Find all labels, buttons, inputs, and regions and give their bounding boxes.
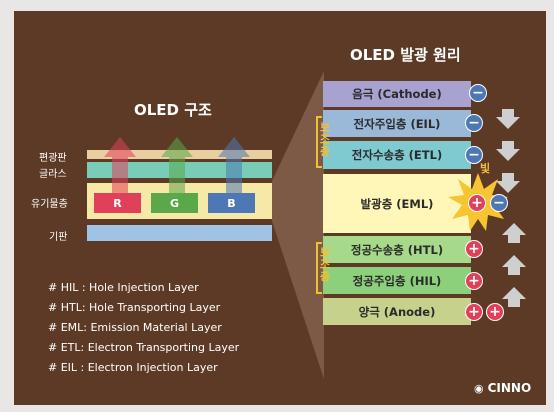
aux-label-bottom: 보조층 xyxy=(319,246,331,283)
emission-arrows xyxy=(104,137,250,193)
aux-label-top: 보조층 xyxy=(319,121,331,158)
down-arrow-icon xyxy=(496,173,520,193)
watermark-text: CINNO xyxy=(487,381,532,395)
glossary-item: # HTL: Hole Transporting Layer xyxy=(48,301,221,314)
hole-badge: + xyxy=(465,240,483,258)
left-panel-title: OLED 구조 xyxy=(134,101,212,119)
aux-bracket-bottom xyxy=(316,242,322,294)
glossary-item: # HIL : Hole Injection Layer xyxy=(48,281,199,294)
watermark: ◉ CINNO xyxy=(474,381,531,395)
down-arrow-icon xyxy=(496,109,520,129)
right-panel-title: OLED 발광 원리 xyxy=(350,46,461,64)
down-arrow-icon xyxy=(496,141,520,161)
zoom-connector xyxy=(272,71,324,379)
green-arrow-icon xyxy=(161,137,193,193)
blue-arrow-icon xyxy=(218,137,250,193)
layer-hil: 정공주입층 (HIL) xyxy=(323,267,471,294)
up-arrow-icon xyxy=(502,223,526,243)
layer-eil: 전자주입층 (EIL) xyxy=(323,110,471,137)
polarizer-label: 편광판 xyxy=(39,153,67,164)
layer-htl: 정공수송층 (HTL) xyxy=(323,236,471,263)
layer-eml: 발광층 (EML) xyxy=(323,174,471,233)
light-label: 빛 xyxy=(480,162,491,175)
glossary-item: # EIL : Electron Injection Layer xyxy=(48,361,218,374)
glossary: # HIL : Hole Injection Layer # HTL: Hole… xyxy=(48,278,239,378)
red-arrow-icon xyxy=(104,137,136,193)
electron-flow-arrows xyxy=(496,109,520,193)
electron-badge: − xyxy=(465,146,483,164)
glossary-item: # EML: Emission Material Layer xyxy=(48,321,222,334)
layer-cathode: 음극 (Cathode) xyxy=(323,81,471,107)
hole-badge: + xyxy=(465,272,483,290)
glossary-item: # ETL: Electron Transporting Layer xyxy=(48,341,240,354)
electron-badge: − xyxy=(469,84,487,102)
aux-bracket-top xyxy=(316,116,322,168)
organic-label: 유기물층 xyxy=(31,199,68,210)
layer-anode: 양극 (Anode) xyxy=(323,298,471,325)
substrate-layer xyxy=(87,225,272,241)
up-arrow-icon xyxy=(502,255,526,275)
subpixel-green: G xyxy=(151,193,198,213)
electron-badge: − xyxy=(465,114,483,132)
glass-label: 글라스 xyxy=(39,169,67,180)
substrate-label: 기판 xyxy=(49,232,68,243)
hole-badge: + xyxy=(468,194,486,212)
wechat-icon: ◉ xyxy=(474,381,484,395)
electron-badge: − xyxy=(490,194,508,212)
up-arrow-icon xyxy=(502,287,526,307)
hole-badge: + xyxy=(465,303,483,321)
hole-badge: + xyxy=(486,303,504,321)
subpixel-blue: B xyxy=(208,193,255,213)
diagram-canvas: OLED 구조 R G B 편광판 글라스 유기물층 기판 # HIL : Ho… xyxy=(14,11,546,405)
layer-etl: 전자수송층 (ETL) xyxy=(323,141,471,169)
hole-flow-arrows xyxy=(502,223,526,307)
subpixel-red: R xyxy=(94,193,141,213)
